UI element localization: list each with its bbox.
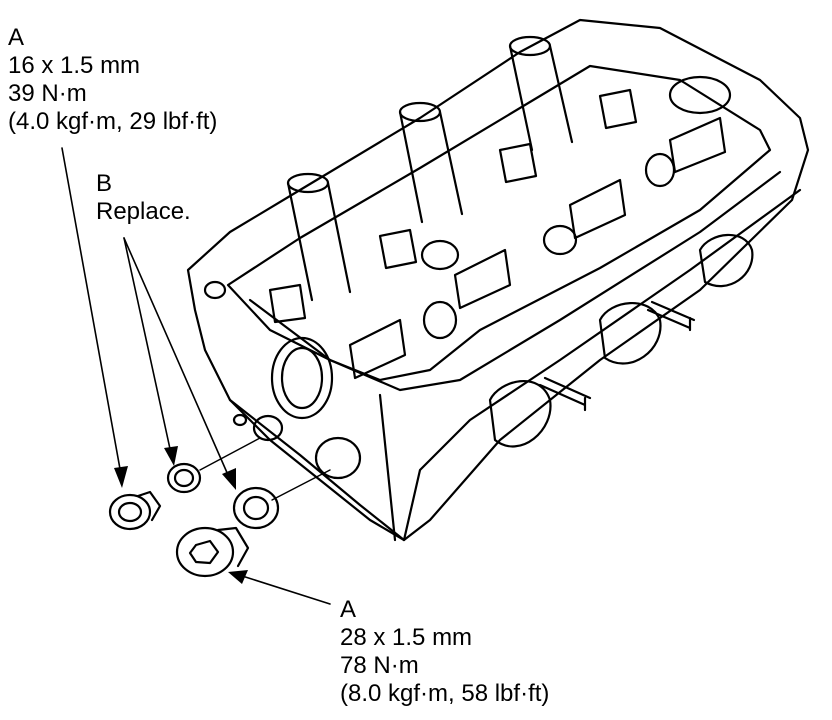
callout-b: B Replace.	[96, 170, 191, 226]
callout-b-letter: B	[96, 170, 113, 197]
callout-b-note: Replace.	[96, 198, 191, 225]
sealing-bolt-large	[175, 526, 250, 578]
callout-a-bottom-torque: 78 N·m	[340, 652, 419, 679]
callout-a-top-size: 16 x 1.5 mm	[8, 52, 141, 79]
spark-plug-tubes	[286, 35, 574, 302]
callout-a-bottom-torque-alt: (8.0 kgf·m, 58 lbf·ft)	[340, 680, 550, 707]
front-face-openings	[203, 280, 362, 480]
camshaft-bores	[420, 75, 732, 340]
callout-a-top-torque: 39 N·m	[8, 80, 87, 107]
leader-lines	[61, 147, 331, 605]
callout-a-bottom-letter: A	[340, 596, 357, 623]
callout-a-top-torque-alt: (4.0 kgf·m, 29 lbf·ft)	[8, 108, 218, 135]
callout-a-bottom-size: 28 x 1.5 mm	[340, 624, 473, 651]
callout-a-bottom: A 28 x 1.5 mm 78 N·m (8.0 kgf·m, 58 lbf·…	[340, 596, 549, 708]
exhaust-ports	[488, 233, 754, 448]
camshaft-saddles	[268, 88, 727, 380]
washer-small	[166, 462, 202, 494]
sealing-bolt-small	[108, 490, 162, 531]
washer-large	[232, 486, 280, 530]
arrowheads	[114, 446, 248, 584]
head-inner-rail	[226, 64, 772, 382]
cylinder-head-outline	[186, 18, 810, 542]
callout-a-top-letter: A	[8, 24, 25, 51]
studs	[538, 300, 696, 412]
callout-a-top: A 16 x 1.5 mm 39 N·m (4.0 kgf·m, 29 lbf·…	[8, 24, 217, 136]
